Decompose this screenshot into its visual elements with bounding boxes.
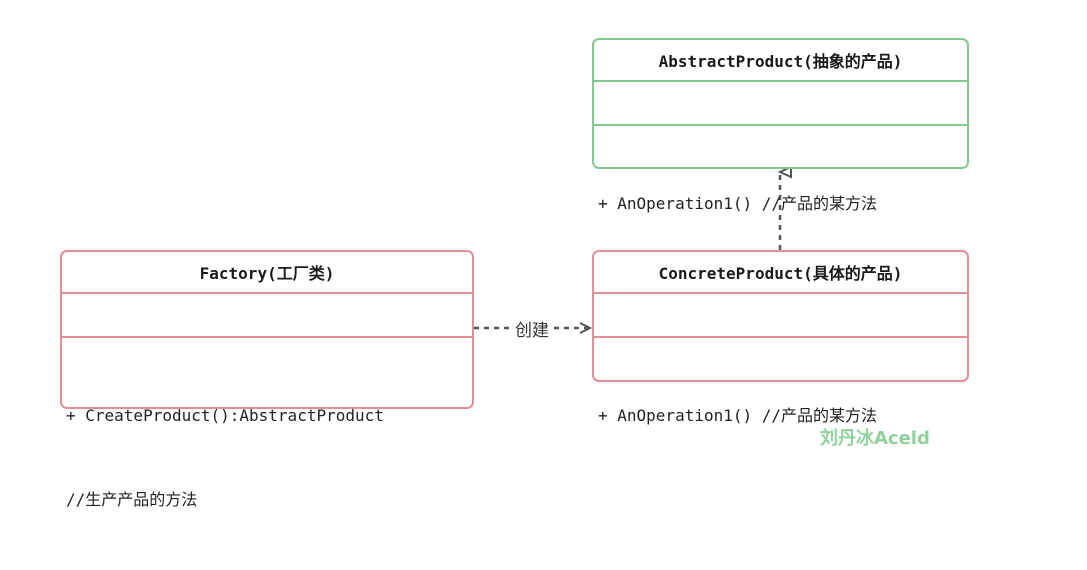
abstract-product-class[interactable]: AbstractProduct(抽象的产品) + AnOperation1() … (592, 38, 969, 213)
attributes-section (594, 294, 967, 338)
attributes-section (594, 82, 967, 126)
connector-layer (474, 0, 1087, 523)
author-watermark: 刘丹冰Aceld (820, 428, 930, 449)
operations-section: + AnOperation1() //产品的某方法 (594, 338, 967, 486)
class-name: AbstractProduct(抽象的产品) (594, 40, 967, 82)
attributes-section (62, 294, 472, 338)
operations-section: + CreateProduct():AbstractProduct //生产产品… (62, 338, 472, 570)
class-name: Factory(工厂类) (62, 252, 472, 294)
operation-comment: //生产产品的方法 (66, 490, 198, 509)
factory-class[interactable]: Factory(工厂类) + CreateProduct():AbstractP… (60, 250, 474, 509)
operation: + CreateProduct():AbstractProduct (66, 406, 384, 425)
class-name: ConcreteProduct(具体的产品) (594, 252, 967, 294)
operations-section: + AnOperation1() //产品的某方法 (594, 126, 967, 274)
concrete-product-class[interactable]: ConcreteProduct(具体的产品) + AnOperation1() … (592, 250, 969, 425)
operation: + AnOperation1() //产品的某方法 (598, 194, 878, 213)
operation: + AnOperation1() //产品的某方法 (598, 406, 878, 425)
create-relation-label: 创建 (513, 316, 551, 341)
